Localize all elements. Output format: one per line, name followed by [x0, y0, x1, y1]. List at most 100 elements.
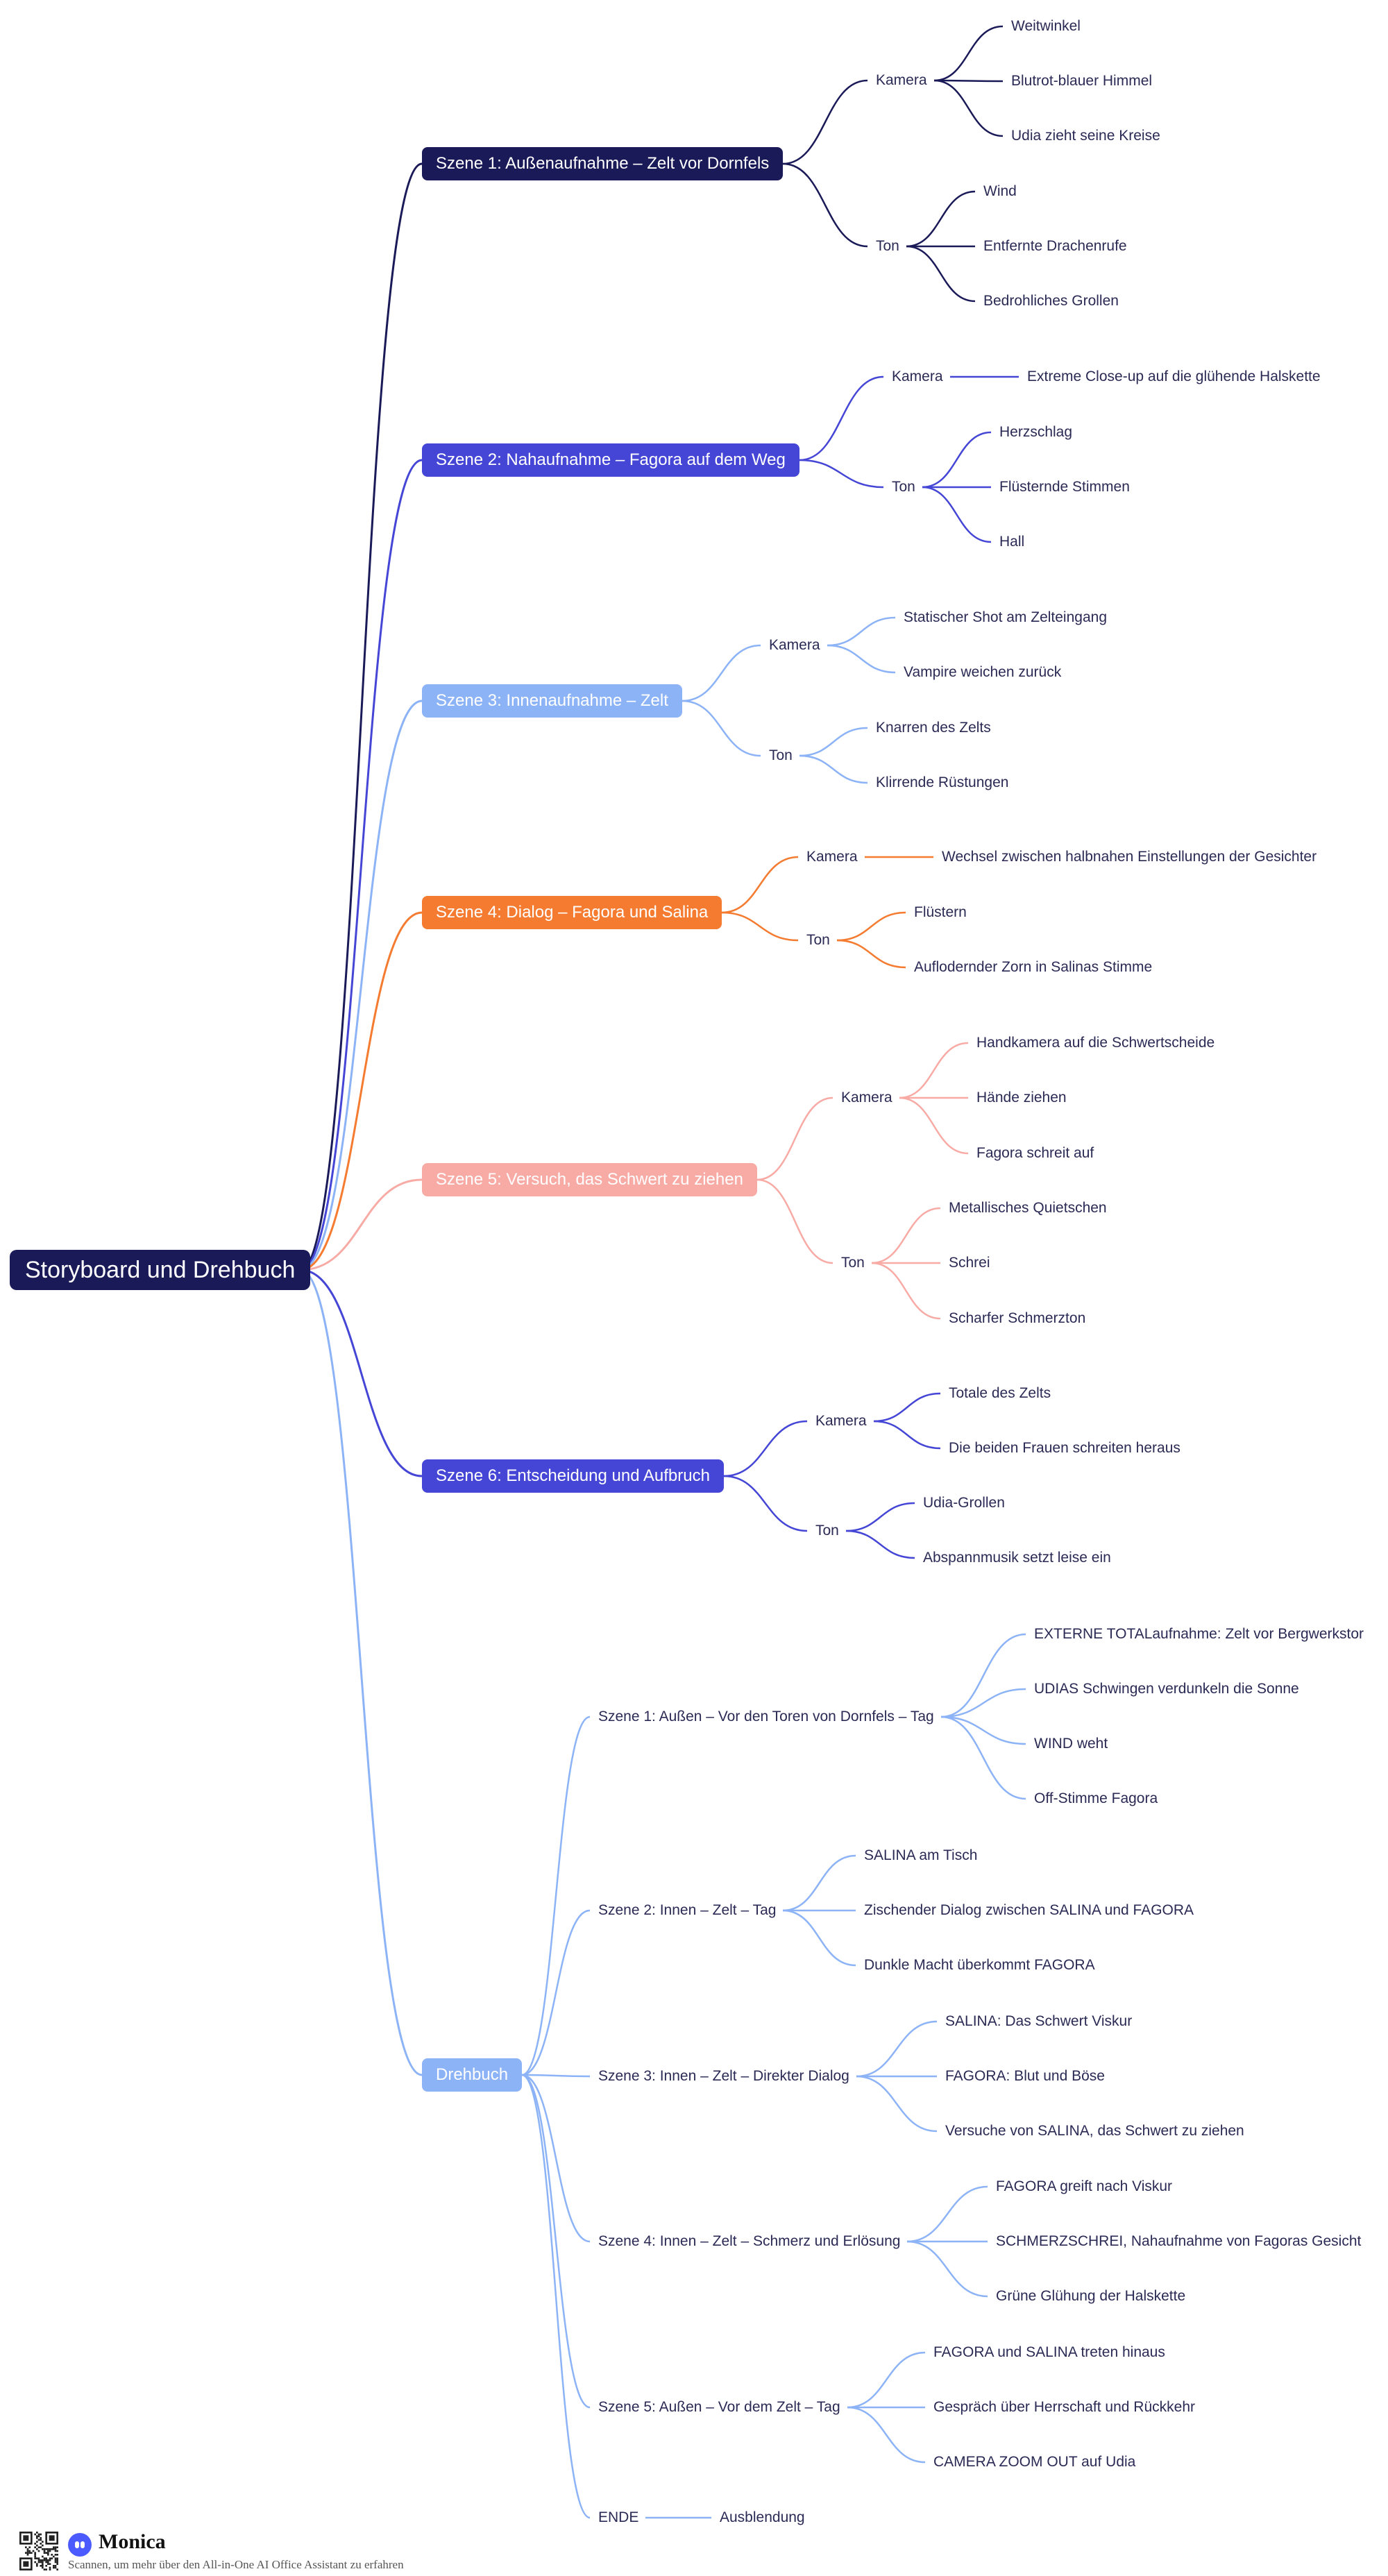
leaf-item[interactable]: Flüsternde Stimmen — [999, 479, 1130, 495]
brand-name: Monica — [99, 2530, 166, 2553]
leaf-item[interactable]: Udia zieht seine Kreise — [1011, 128, 1160, 144]
leaf-item[interactable]: Extreme Close-up auf die glühende Halske… — [1027, 368, 1321, 384]
subtopic-connector — [782, 79, 868, 165]
leaf-item[interactable]: Schrei — [949, 1255, 990, 1271]
leaf-item[interactable]: Versuche von SALINA, das Schwert zu zieh… — [945, 2123, 1244, 2139]
subtopic[interactable]: ENDE — [598, 2509, 639, 2525]
leaf-item[interactable]: Scharfer Schmerzton — [949, 1310, 1086, 1326]
subtopic-connector — [756, 1096, 833, 1181]
branch-topic[interactable]: Szene 5: Versuch, das Schwert zu ziehen — [422, 1163, 757, 1196]
subtopic[interactable]: Kamera — [769, 637, 820, 653]
leaf-item[interactable]: Handkamera auf die Schwertscheide — [976, 1035, 1215, 1051]
subtopic[interactable]: Szene 3: Innen – Zelt – Direkter Dialog — [598, 2068, 849, 2084]
subtopic[interactable]: Ton — [892, 479, 915, 495]
leaf-connector — [847, 2351, 926, 2409]
leaf-item[interactable]: Blutrot-blauer Himmel — [1011, 73, 1153, 89]
leaf-item[interactable]: Bedrohliches Grollen — [983, 293, 1119, 309]
leaf-item[interactable]: WIND weht — [1034, 1736, 1108, 1752]
subtopic-connector — [521, 2074, 591, 2409]
leaf-item[interactable]: SALINA: Das Schwert Viskur — [945, 2013, 1133, 2029]
leaf-item[interactable]: Zischender Dialog zwischen SALINA und FA… — [864, 1902, 1194, 1918]
leaf-item[interactable]: Totale des Zelts — [949, 1385, 1051, 1401]
branch-connector — [300, 1269, 423, 2076]
leaf-item[interactable]: Hände ziehen — [976, 1090, 1067, 1105]
leaf-item[interactable]: CAMERA ZOOM OUT auf Udia — [933, 2454, 1136, 2470]
leaf-connector — [906, 190, 976, 248]
leaf-connector — [799, 754, 868, 784]
leaf-item[interactable]: FAGORA und SALINA treten hinaus — [933, 2344, 1165, 2360]
subtopic-connector — [521, 1909, 591, 2076]
leaf-item[interactable]: SALINA am Tisch — [864, 1847, 978, 1863]
leaf-connector — [933, 79, 1004, 83]
branch-topic[interactable]: Szene 3: Innenaufnahme – Zelt — [422, 684, 682, 718]
subtopic[interactable]: Ton — [841, 1255, 865, 1271]
leaf-item[interactable]: Ausblendung — [720, 2509, 805, 2525]
leaf-item[interactable]: Hall — [999, 534, 1025, 550]
leaf-item[interactable]: Dunkle Macht überkommt FAGORA — [864, 1957, 1095, 1973]
branch-connector — [300, 1269, 423, 1477]
subtopic-connector — [723, 1475, 808, 1532]
leaf-item[interactable]: SCHMERZSCHREI, Nahaufnahme von Fagoras G… — [996, 2233, 1362, 2249]
subtopic[interactable]: Ton — [815, 1523, 839, 1539]
leaf-connector — [873, 1392, 941, 1423]
leaf-item[interactable]: Knarren des Zelts — [876, 720, 991, 736]
subtopic-connector — [521, 2074, 591, 2078]
subtopic[interactable]: Szene 2: Innen – Zelt – Tag — [598, 1902, 777, 1918]
leaf-item[interactable]: Gespräch über Herrschaft und Rückkehr — [933, 2399, 1196, 2415]
branch-topic[interactable]: Szene 4: Dialog – Fagora und Salina — [422, 896, 722, 929]
subtopic[interactable]: Kamera — [815, 1413, 867, 1429]
leaf-item[interactable]: Wechsel zwischen halbnahen Einstellungen… — [942, 849, 1317, 865]
branch-topic[interactable]: Szene 6: Entscheidung und Aufbruch — [422, 1459, 724, 1493]
subtopic[interactable]: Ton — [769, 747, 793, 763]
leaf-connector — [871, 1207, 941, 1264]
leaf-connector — [940, 1715, 1026, 1800]
subtopic[interactable]: Kamera — [876, 72, 927, 88]
subtopic[interactable]: Szene 5: Außen – Vor dem Zelt – Tag — [598, 2399, 840, 2415]
subtopic[interactable]: Kamera — [892, 368, 943, 384]
leaf-item[interactable]: Fagora schreit auf — [976, 1145, 1094, 1161]
leaf-item[interactable]: Udia-Grollen — [923, 1495, 1005, 1511]
leaf-item[interactable]: Die beiden Frauen schreiten heraus — [949, 1440, 1180, 1456]
branch-topic[interactable]: Drehbuch — [422, 2058, 523, 2092]
leaf-item[interactable]: Flüstern — [914, 904, 967, 920]
subtopic[interactable]: Ton — [806, 932, 830, 948]
monica-logo-icon — [68, 2533, 92, 2557]
leaf-item[interactable]: Statischer Shot am Zelteingang — [904, 609, 1107, 625]
leaf-connector — [922, 486, 992, 543]
subtopic-connector — [521, 2074, 591, 2519]
leaf-connector — [856, 2075, 938, 2133]
leaf-item[interactable]: Wind — [983, 183, 1017, 199]
leaf-connector — [782, 1854, 856, 1912]
leaf-item[interactable]: Herzschlag — [999, 424, 1073, 440]
leaf-item[interactable]: Klirrende Rüstungen — [876, 774, 1009, 790]
leaf-item[interactable]: FAGORA greift nach Viskur — [996, 2178, 1173, 2194]
leaf-item[interactable]: Grüne Glühung der Halskette — [996, 2288, 1186, 2304]
branch-topic[interactable]: Szene 1: Außenaufnahme – Zelt vor Dornfe… — [422, 147, 784, 180]
leaf-item[interactable]: Vampire weichen zurück — [904, 664, 1062, 680]
leaf-item[interactable]: Metallisches Quietschen — [949, 1200, 1107, 1216]
subtopic[interactable]: Kamera — [806, 849, 858, 865]
leaf-connector — [906, 2185, 988, 2243]
branch-connector — [300, 459, 423, 1271]
leaf-connector — [933, 25, 1004, 82]
leaf-connector — [933, 79, 1004, 137]
branch-topic[interactable]: Szene 2: Nahaufnahme – Fagora auf dem We… — [422, 443, 799, 477]
leaf-item[interactable]: Weitwinkel — [1011, 18, 1081, 34]
subtopic[interactable]: Szene 4: Innen – Zelt – Schmerz und Erlö… — [598, 2233, 901, 2249]
leaf-item[interactable]: Off-Stimme Fagora — [1034, 1790, 1158, 1806]
leaf-item[interactable]: EXTERNE TOTALaufnahme: Zelt vor Bergwerk… — [1034, 1626, 1364, 1642]
leaf-item[interactable]: UDIAS Schwingen verdunkeln die Sonne — [1034, 1681, 1299, 1697]
qr-code-icon — [19, 2532, 58, 2570]
subtopic[interactable]: Kamera — [841, 1090, 892, 1105]
subtopic[interactable]: Szene 1: Außen – Vor den Toren von Dornf… — [598, 1709, 934, 1725]
subtopic-connector — [723, 1420, 808, 1477]
leaf-item[interactable]: Entfernte Drachenrufe — [983, 238, 1127, 254]
leaf-item[interactable]: FAGORA: Blut und Böse — [945, 2068, 1105, 2084]
subtopic-connector — [756, 1178, 833, 1264]
leaf-connector — [782, 1909, 856, 1967]
leaf-item[interactable]: Abspannmusik setzt leise ein — [923, 1550, 1111, 1566]
root-topic[interactable]: Storyboard und Drehbuch — [10, 1250, 311, 1290]
subtopic[interactable]: Ton — [876, 238, 899, 254]
leaf-item[interactable]: Auflodernder Zorn in Salinas Stimme — [914, 959, 1153, 975]
